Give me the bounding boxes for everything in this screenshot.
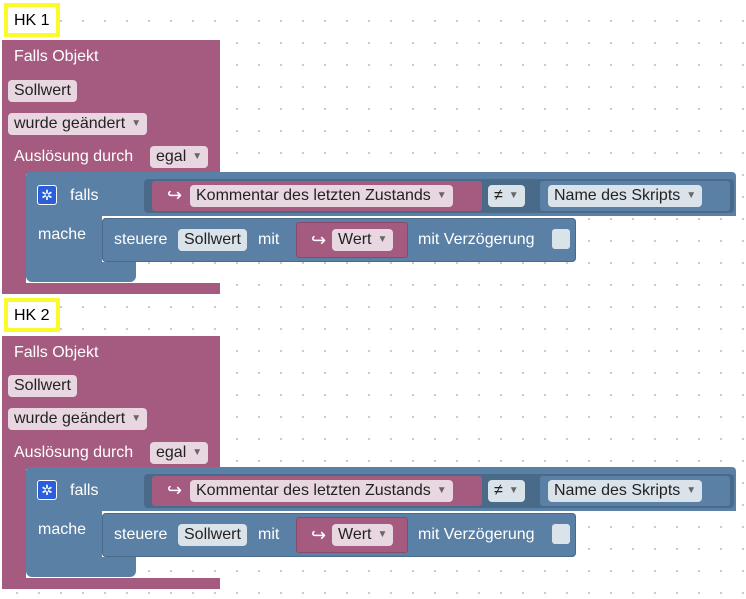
block-comment[interactable]: HK 1 — [4, 3, 60, 37]
delay-checkbox[interactable] — [552, 229, 570, 249]
if-block-spine — [26, 511, 102, 557]
trigger-by-dropdown[interactable]: egal ▼ — [150, 442, 209, 464]
operator-value: ≠ — [494, 482, 503, 500]
event-block-footer — [2, 578, 220, 589]
control-label: steuere — [114, 526, 168, 543]
trigger-label: Falls Objekt — [14, 48, 99, 65]
object-id-field[interactable]: Sollwert — [8, 80, 77, 102]
value-value: Wert — [338, 526, 372, 544]
left-operand-value: Kommentar des letzten Zustands — [196, 187, 431, 205]
event-block-spine — [2, 469, 26, 579]
chevron-down-icon: ▼ — [508, 190, 519, 201]
control-label: steuere — [114, 231, 168, 248]
chevron-down-icon: ▼ — [377, 234, 388, 245]
chevron-down-icon: ▼ — [377, 529, 388, 540]
left-operand-dropdown[interactable]: Kommentar des letzten Zustands ▼ — [190, 185, 453, 207]
gear-icon[interactable]: ✲ — [37, 185, 57, 205]
control-object-field[interactable]: Sollwert — [178, 524, 247, 546]
trigger-by-label: Auslösung durch — [14, 444, 134, 461]
operator-dropdown[interactable]: ≠▼ — [488, 480, 525, 502]
return-arrow-icon: ↪ — [167, 185, 183, 205]
trigger-by-dropdown[interactable]: egal ▼ — [150, 146, 209, 168]
return-arrow-icon: ↪ — [311, 525, 327, 545]
if-block-footer — [26, 262, 136, 282]
block-comment[interactable]: HK 2 — [4, 298, 60, 332]
chevron-down-icon: ▼ — [192, 447, 203, 458]
delay-label: mit Verzögerung — [418, 231, 535, 248]
with-label: mit — [258, 526, 280, 543]
delay-checkbox[interactable] — [552, 524, 570, 544]
chevron-down-icon: ▼ — [131, 118, 142, 129]
left-operand-value: Kommentar des letzten Zustands — [196, 482, 431, 500]
event-block-spine — [2, 174, 26, 284]
operator-dropdown[interactable]: ≠▼ — [488, 185, 525, 207]
value-dropdown[interactable]: Wert ▼ — [332, 524, 394, 546]
chevron-down-icon: ▼ — [436, 485, 447, 496]
event-type-dropdown[interactable]: wurde geändert ▼ — [8, 113, 148, 135]
trigger-label: Falls Objekt — [14, 344, 99, 361]
return-arrow-icon: ↪ — [167, 480, 183, 500]
chevron-down-icon: ▼ — [436, 190, 447, 201]
delay-label: mit Verzögerung — [418, 526, 535, 543]
chevron-down-icon: ▼ — [131, 413, 142, 424]
value-value: Wert — [338, 231, 372, 249]
right-operand-value: Name des Skripts — [554, 482, 681, 500]
do-label: mache — [38, 226, 87, 243]
gear-icon[interactable]: ✲ — [37, 480, 57, 500]
chevron-down-icon: ▼ — [508, 485, 519, 496]
if-label: falls — [70, 482, 99, 499]
event-type-value: wurde geändert — [14, 115, 126, 133]
event-type-dropdown[interactable]: wurde geändert ▼ — [8, 408, 148, 430]
right-operand-dropdown[interactable]: Name des Skripts ▼ — [548, 480, 703, 502]
object-id-field[interactable]: Sollwert — [8, 375, 77, 397]
if-block-spine — [26, 216, 102, 262]
if-label: falls — [70, 187, 99, 204]
right-operand-value: Name des Skripts — [554, 187, 681, 205]
chevron-down-icon: ▼ — [686, 190, 697, 201]
do-label: mache — [38, 521, 87, 538]
right-operand-dropdown[interactable]: Name des Skripts ▼ — [548, 185, 703, 207]
event-type-value: wurde geändert — [14, 410, 126, 428]
trigger-by-value: egal — [156, 444, 187, 462]
operator-value: ≠ — [494, 187, 503, 205]
left-operand-dropdown[interactable]: Kommentar des letzten Zustands ▼ — [190, 480, 453, 502]
event-block-footer — [2, 283, 220, 294]
if-block-footer — [26, 557, 136, 577]
with-label: mit — [258, 231, 280, 248]
value-dropdown[interactable]: Wert ▼ — [332, 229, 394, 251]
control-object-field[interactable]: Sollwert — [178, 229, 247, 251]
trigger-by-label: Auslösung durch — [14, 148, 134, 165]
trigger-by-value: egal — [156, 148, 187, 166]
return-arrow-icon: ↪ — [311, 230, 327, 250]
chevron-down-icon: ▼ — [192, 151, 203, 162]
chevron-down-icon: ▼ — [686, 485, 697, 496]
